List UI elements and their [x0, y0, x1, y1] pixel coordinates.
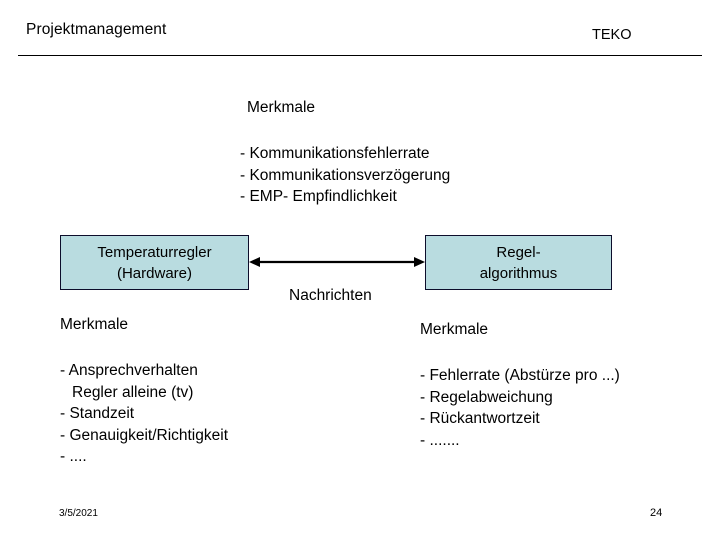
list-item: - Kommunikationsverzögerung [240, 166, 451, 184]
list-item: - Standzeit [60, 405, 135, 422]
top-block-title: Merkmale [247, 99, 316, 116]
left-block-title: Merkmale [60, 316, 129, 333]
list-item: - ....... [420, 431, 460, 449]
list-item: - Kommunikationsfehlerrate [240, 145, 430, 162]
double-arrow-icon [249, 253, 425, 271]
box-temperaturregler-line1: Temperaturregler [97, 243, 212, 261]
list-item: - Regelabweichung [420, 388, 553, 406]
header-right-title: TEKO [592, 27, 632, 43]
top-block-list: - Kommunikationsfehlerrate - Kommunikati… [240, 143, 450, 208]
list-item: Regler alleine (tv) [72, 383, 194, 401]
list-item: - Ansprechverhalten [60, 362, 198, 379]
connector-label: Nachrichten [289, 287, 372, 304]
header-divider [18, 55, 702, 56]
footer-page-number: 24 [650, 507, 663, 519]
box-regelalgorithmus-line2: algorithmus [479, 264, 558, 282]
box-temperaturregler[interactable]: Temperaturregler (Hardware) [60, 235, 249, 290]
left-block-list: - Ansprechverhalten Regler alleine (tv) … [60, 360, 228, 468]
list-item: - .... [60, 448, 87, 465]
box-regelalgorithmus-line1: Regel- [496, 243, 541, 261]
list-item: - EMP- Empfindlichkeit [240, 188, 397, 205]
footer-date: 3/5/2021 [59, 508, 98, 519]
box-regelalgorithmus[interactable]: Regel- algorithmus [425, 235, 612, 290]
right-block-list: - Fehlerrate (Abstürze pro ...) - Regela… [420, 365, 620, 451]
list-item: - Rückantwortzeit [420, 410, 540, 427]
header-left-title: Projektmanagement [26, 21, 167, 38]
list-item: - Fehlerrate (Abstürze pro ...) [420, 367, 620, 384]
right-block-title: Merkmale [420, 321, 489, 338]
box-temperaturregler-line2: (Hardware) [116, 264, 192, 282]
list-item: - Genauigkeit/Richtigkeit [60, 426, 228, 444]
